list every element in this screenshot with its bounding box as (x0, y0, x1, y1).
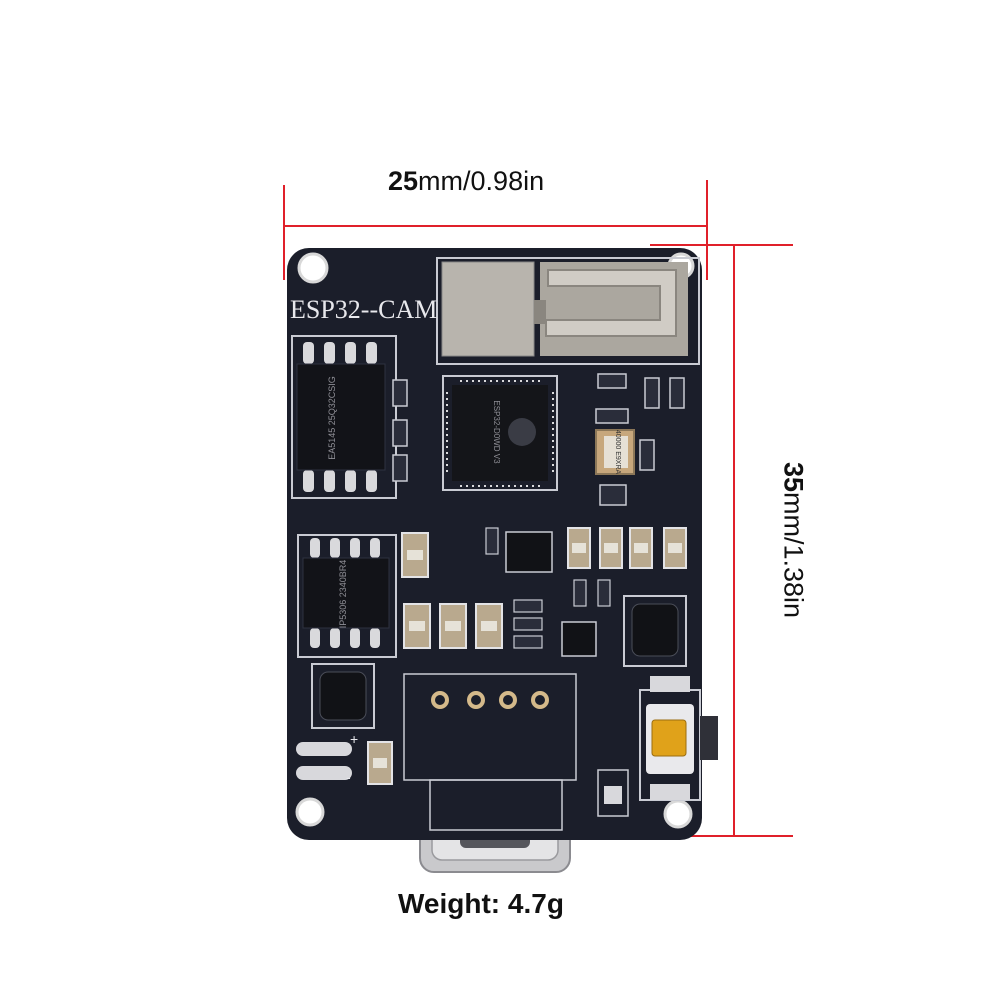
width-value: 25 (388, 166, 419, 196)
capacitor-array (367, 527, 687, 785)
mounting-hole-bottom-right (663, 799, 693, 829)
height-dimension-label: 35mm/1.38in (778, 462, 809, 618)
height-unit: mm/1.38in (778, 491, 809, 619)
power-ic: IP5306 2340BR4 (297, 534, 397, 658)
mounting-hole-top-left (297, 252, 329, 284)
battery-minus-mark: - (346, 769, 351, 785)
gold-pads (431, 691, 549, 709)
width-dimension-label: 25mm/0.98in (388, 166, 544, 197)
antenna-shield (436, 257, 700, 365)
regulator-chips (485, 527, 611, 657)
crystal-marking: 40000 E9XRA (614, 430, 621, 475)
flash-marking: EA5145 25Q32CSIG (327, 376, 337, 460)
usb-footprint-outline (429, 779, 563, 831)
pad-outline (403, 673, 577, 781)
usb-c-connector (419, 809, 571, 873)
inductors (311, 595, 687, 729)
flash-chip: EA5145 25Q32CSIG (291, 335, 397, 499)
height-value: 35 (778, 461, 809, 492)
mounting-holes (295, 252, 695, 829)
passive-components (392, 379, 408, 482)
mcu-chip: ESP32-D0WD V3 (442, 375, 558, 491)
status-led (597, 769, 629, 817)
crystal-oscillator: 40000 E9XRA (595, 429, 635, 475)
battery-plus-mark: + (350, 731, 358, 747)
dimension-lines (283, 180, 793, 837)
mounting-hole-top-right (667, 252, 695, 280)
power-ic-marking: IP5306 2340BR4 (338, 560, 348, 629)
mounting-hole-bottom-left (295, 797, 325, 827)
mcu-marking: ESP32-D0WD V3 (492, 400, 501, 464)
weight-label: Weight: 4.7g (398, 888, 564, 919)
silkscreen-title: ESP32--CAM (290, 295, 437, 324)
width-unit: mm/0.98in (418, 166, 545, 196)
slide-switch (639, 676, 718, 801)
battery-pads: + - (296, 731, 358, 785)
pcb-board (287, 248, 702, 840)
